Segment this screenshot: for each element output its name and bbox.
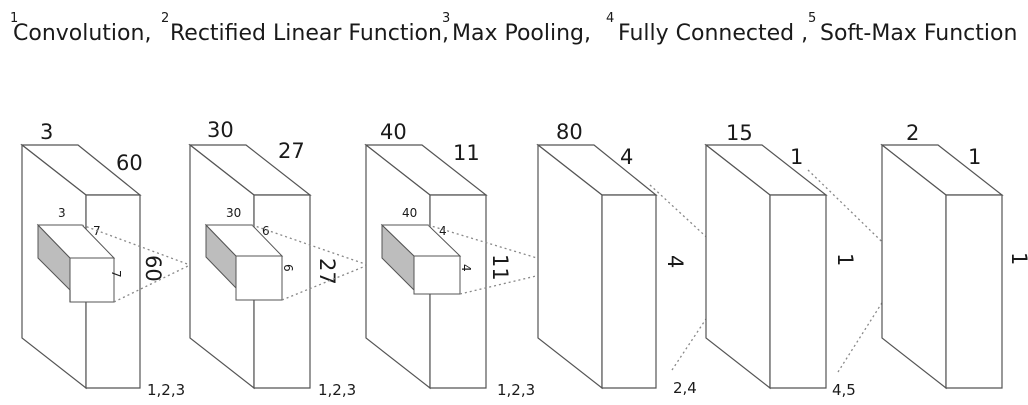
layer-5-height-label: 1 <box>833 253 857 266</box>
layer-3-kernel-width-label: 4 <box>439 224 447 238</box>
legend-num-2: 2 <box>161 11 169 26</box>
layer-3-kernel-front <box>413 255 461 295</box>
layer-1-kernel-height-label: 7 <box>109 270 123 278</box>
layer-4-volume: 80 4 4 2,4 <box>536 120 697 397</box>
layer-3-ops-label: 1,2,3 <box>497 381 535 399</box>
layer-5-depth-label: 15 <box>726 121 753 145</box>
layer-3-kernel: 40 4 4 <box>380 206 473 295</box>
layer-2-depth-label: 30 <box>207 118 234 142</box>
layer-2-kernel-height-label: 6 <box>281 264 295 272</box>
layer-4-front-face <box>601 194 657 389</box>
layer-3-width-label: 11 <box>453 141 480 165</box>
layer-6-width-label: 1 <box>968 145 981 169</box>
legend-num-3: 3 <box>442 11 450 26</box>
layer-6-volume: 2 1 1 <box>880 121 1028 390</box>
layer-1-projection-line <box>81 224 191 266</box>
layer-1-width-label: 60 <box>116 151 143 175</box>
layer-4-projection-line <box>649 184 741 269</box>
legend-num-1: 1 <box>10 11 18 26</box>
layer-6-height-label: 1 <box>1007 252 1028 265</box>
layer-5-front-face <box>769 194 827 389</box>
layer-2-kernel-front <box>235 255 283 301</box>
layer-2-projection-line <box>251 224 369 266</box>
layer-1-kernel-front <box>69 257 115 303</box>
layer-1-ops-label: 1,2,3 <box>147 381 185 399</box>
layer-6-depth-label: 2 <box>906 121 919 145</box>
legend-label-softmax: Soft-Max Function <box>820 21 1017 46</box>
layer-2-projection-line <box>281 264 369 301</box>
layer-4-height-label: 4 <box>663 255 687 268</box>
layer-4-depth-label: 80 <box>556 120 583 144</box>
layer-6-front-face <box>945 194 1003 389</box>
layer-4-width-label: 4 <box>620 145 633 169</box>
legend-num-4: 4 <box>606 11 614 26</box>
layer-2-kernel-width-label: 6 <box>262 224 270 238</box>
layer-5-width-label: 1 <box>790 145 803 169</box>
legend-label-convolution: Convolution, <box>13 21 151 46</box>
layer-3-kernel-depth-label: 40 <box>402 206 417 220</box>
legend-label-relu: Rectified Linear Function, <box>170 21 449 46</box>
layer-5-ops-label: 4,5 <box>832 381 856 399</box>
layer-5-volume: 15 1 1 4,5 <box>704 121 857 399</box>
legend-label-max-pooling: Max Pooling, <box>452 21 591 46</box>
layer-2-kernel-depth-label: 30 <box>226 206 241 220</box>
layer-2-kernel: 30 6 6 <box>204 206 295 301</box>
layer-2-ops-label: 1,2,3 <box>318 381 356 399</box>
legend-label-fully-connected: Fully Connected , <box>618 21 808 46</box>
layer-1-depth-label: 3 <box>40 120 53 144</box>
layer-4-ops-label: 2,4 <box>673 379 697 397</box>
layer-3-depth-label: 40 <box>380 120 407 144</box>
layer-1-projection-line <box>113 264 191 303</box>
layer-2-input-height-label: 60 <box>141 255 165 282</box>
layer-3-projection-line <box>459 267 571 295</box>
layer-1-kernel: 3 7 7 <box>36 206 123 303</box>
layer-2-width-label: 27 <box>278 139 305 163</box>
legend: 1 Convolution, 2 Rectified Linear Functi… <box>10 11 1017 46</box>
layer-3-input-height-label: 27 <box>315 258 339 285</box>
layer-1-kernel-depth-label: 3 <box>58 206 66 220</box>
legend-num-5: 5 <box>808 11 816 26</box>
layer-4-input-height-label: 11 <box>488 254 512 281</box>
layer-3-kernel-height-label: 4 <box>459 264 473 272</box>
